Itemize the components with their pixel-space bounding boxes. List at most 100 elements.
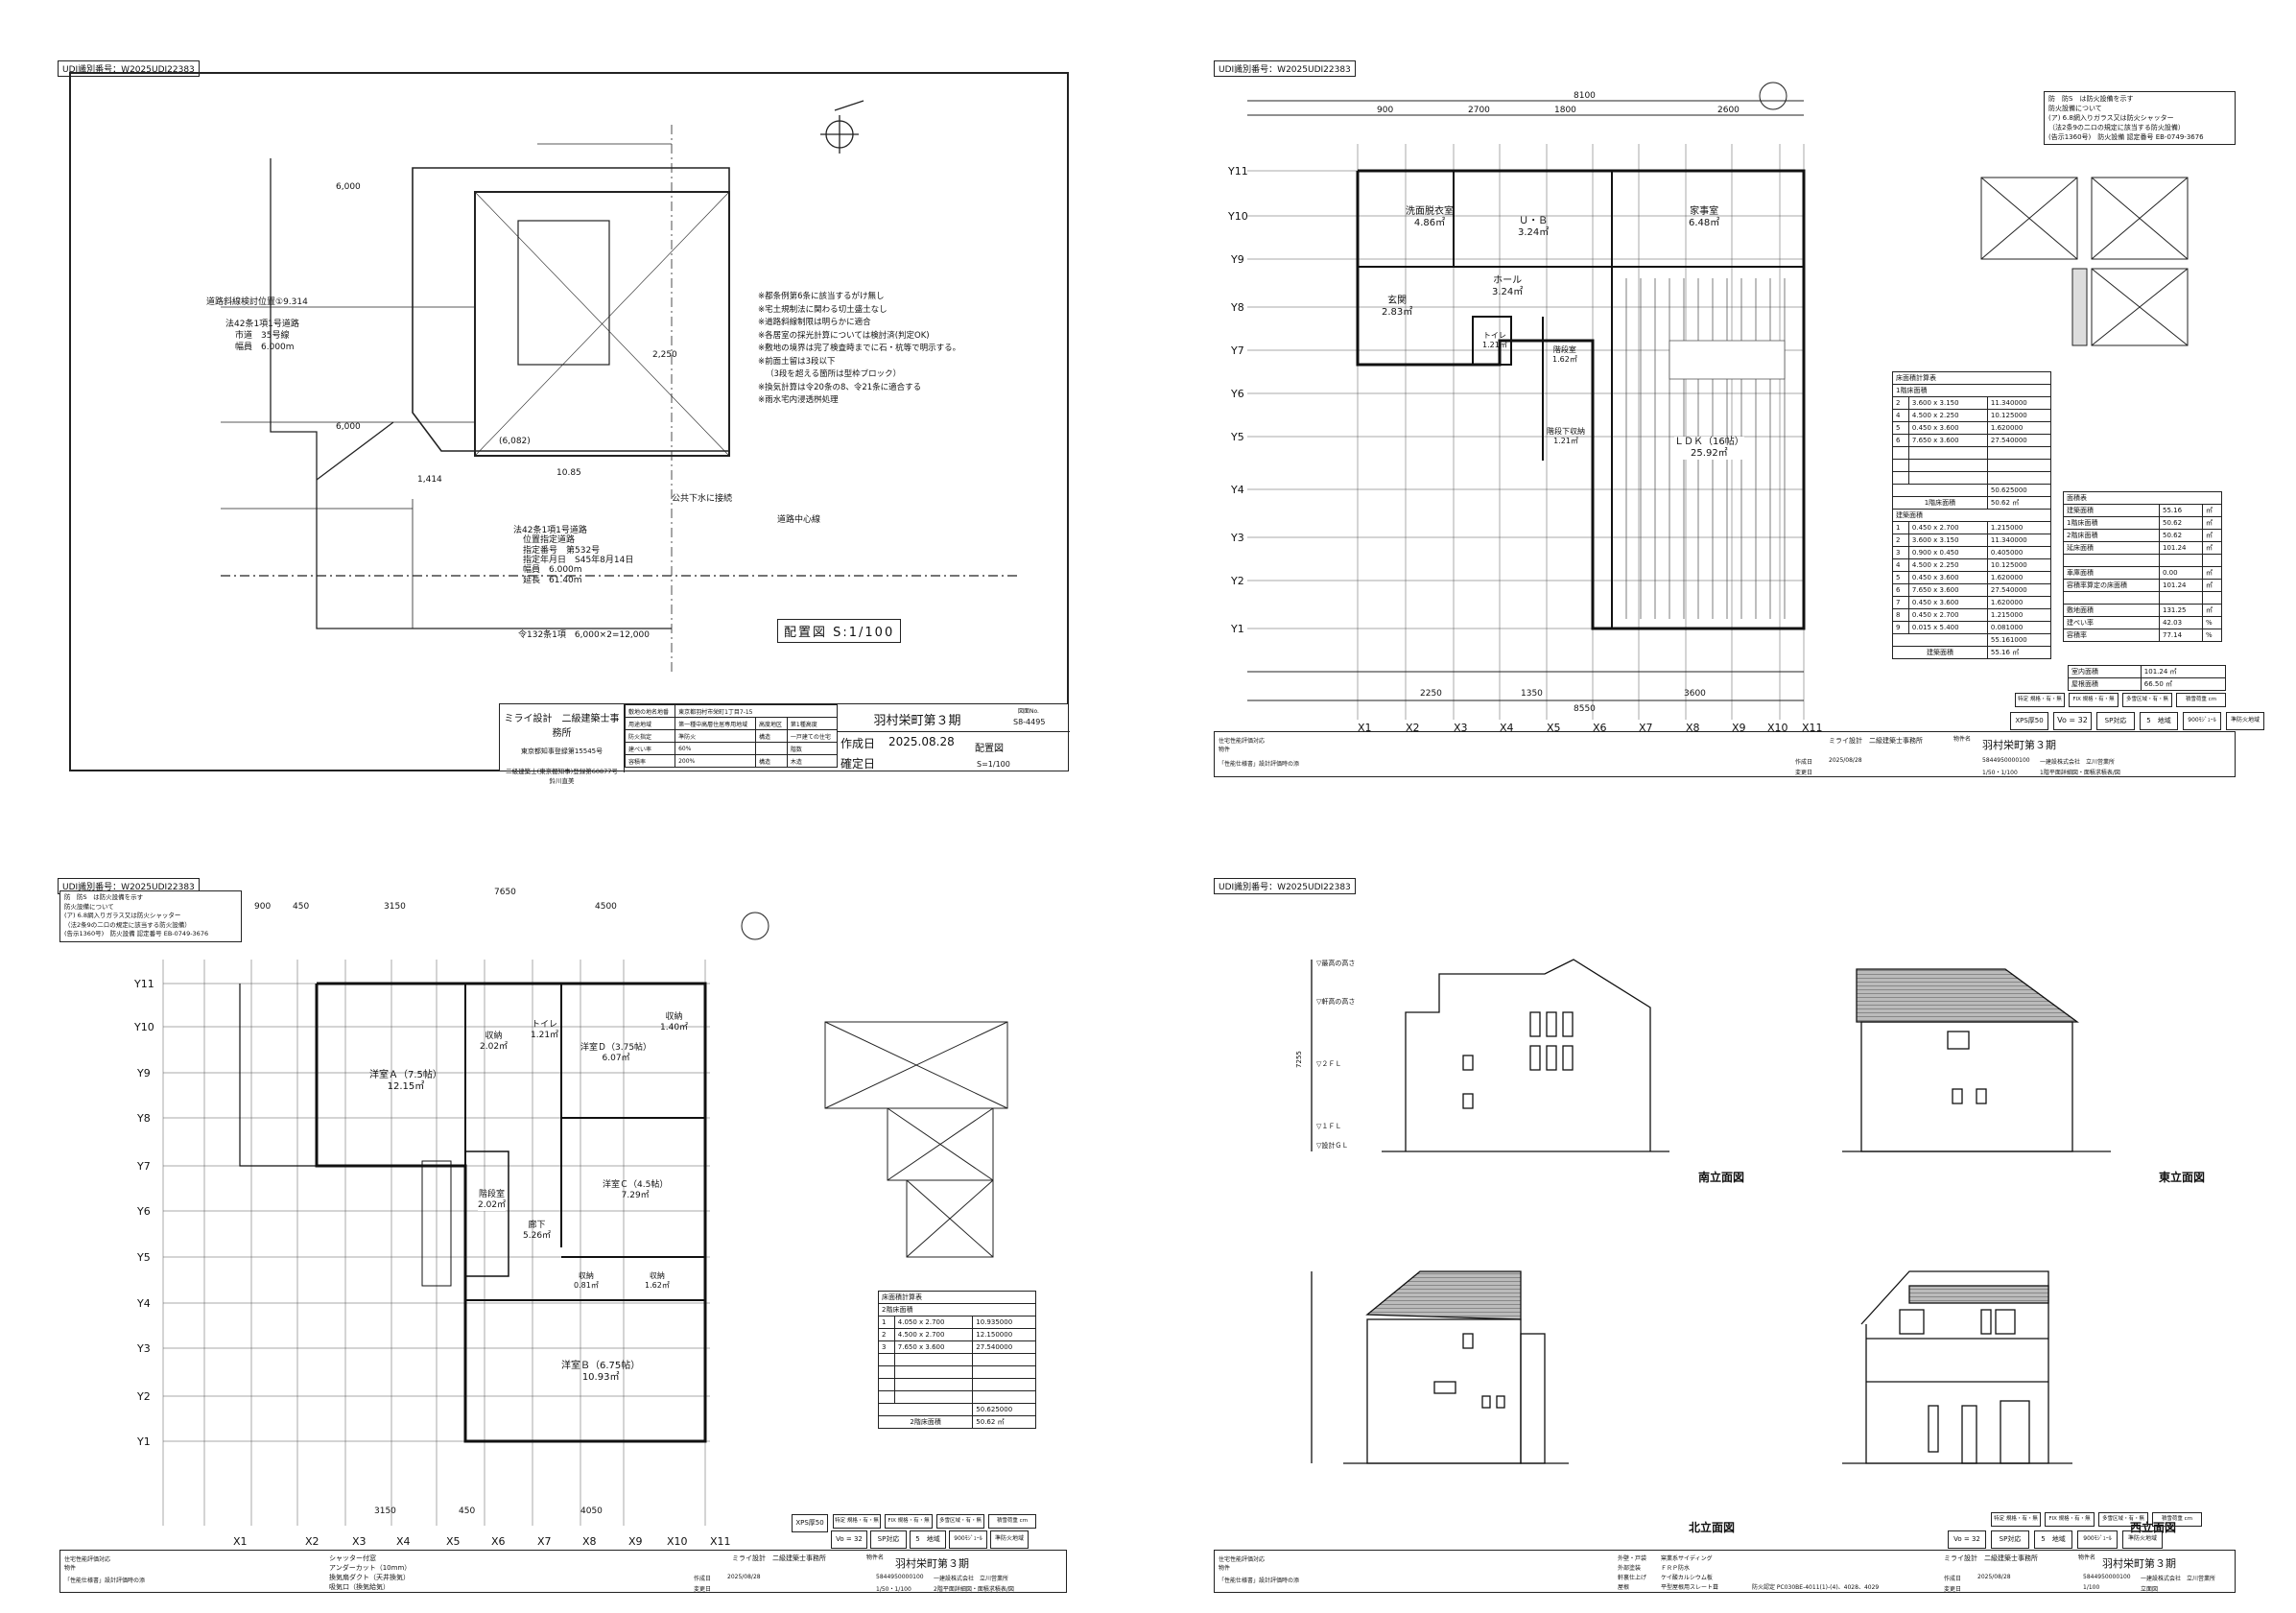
spec-value: 窯業系サイディング [1661,1555,1713,1562]
grid-x7: X7 [537,1535,552,1548]
dim-top: 2700 [1468,106,1490,115]
note-line: 防火設備について [64,902,114,911]
unit: ㎡ [2012,499,2020,507]
room-area: 2.02㎡ [480,1041,509,1052]
elevation-title-south: 南立面図 [1698,1171,1745,1184]
tag: 900ﾓｼﾞｭｰﾙ [2077,1530,2118,1549]
grid-y1: Y1 [137,1435,151,1448]
dim-6000-mid: 6,000 [336,422,361,432]
change-label: 変更日 [1944,1586,1962,1593]
room-name: 収納 [578,1271,594,1280]
note: ※都条例第6条に該当するがけ無し [758,292,885,301]
grid-y7: Y7 [137,1160,151,1173]
room-area: 1.62㎡ [645,1280,670,1290]
grid-y10: Y10 [134,1021,154,1033]
grid-x3: X3 [1454,722,1468,734]
room-area: 0.81㎡ [574,1280,599,1290]
room-area: 1.21㎡ [531,1030,559,1040]
dim-top: 4500 [595,902,617,912]
tag: XPS厚50 [2010,712,2048,730]
road1-width: 幅員 6.000m [235,343,295,352]
created-date: 2025/08/28 [727,1574,761,1580]
total-label: 建築面積 [1892,646,1988,659]
level-label: ▽１ＦＬ [1316,1123,1342,1130]
spec-value: 平型屋根用スレート葺 [1661,1584,1719,1591]
room-western-d: 洋室Ｄ（3.75帖）6.07㎡ [580,1043,651,1064]
project-name: 羽村栄町第３期 [895,1557,969,1570]
road2-info: 法42条1項1号道路 位置指定道路 指定番号 第532号 指定年月日 S45年8… [513,526,633,585]
dim-top: 7650 [494,888,516,897]
room-name: 家事室 [1690,206,1719,217]
spec-tag: FIX 規格・有・無 [885,1514,933,1529]
builder: 一建設株式会社 立川営業所 [934,1576,1009,1582]
room-name: 洗面脱衣室 [1406,206,1454,217]
office-info: ミライ設計 二級建築士事務所 東京都知事登録第15545号 二級建築士(東京都知… [500,704,625,785]
created-label: 作成日 [694,1576,712,1582]
room-name: 階段下収納 [1547,427,1585,436]
note: ※換気計算は令20条の8、令21条に適合する [758,382,922,392]
road2-line: 位置指定道路 [523,535,576,546]
road2-label: 法42条1項1号道路 [513,526,587,535]
note: ※各居室の採光計算については検討済(判定OK) [758,330,930,341]
room-name: 収納 [485,1032,503,1041]
tag: 準防火地域 [2122,1530,2163,1549]
road-center-label: 道路中心線 [777,515,821,525]
tag: 5 地域 [910,1530,946,1549]
spec-tag: 多雪区域・有・無 [2098,1512,2148,1527]
grid-x2: X2 [305,1535,320,1548]
grid-y8: Y8 [137,1112,151,1125]
tag: SP対応 [870,1530,907,1549]
road2-line: 指定番号 第532号 [523,545,601,556]
udi-label: UDI識別番号：W2025UDI22383 [1214,60,1356,77]
office-name: ミライ設計 二級建築士事務所 [1944,1554,2038,1562]
drawing-no: S8-4495 [1013,718,1046,726]
dim-6082: (6,082) [499,437,531,446]
created-label: 作成日 [1795,759,1813,766]
tag: 5 地域 [2034,1530,2072,1549]
room-name: 収納 [649,1271,665,1280]
room-western-a: 洋室Ａ（7.5帖）12.15㎡ [369,1070,442,1093]
grid-y3: Y3 [1231,532,1244,544]
room-name: 洋室Ｂ（6.75帖） [561,1361,641,1371]
spec-tag: FIX 規格・有・無 [2045,1512,2095,1527]
created-label: 作成日 [1944,1576,1962,1582]
room-name: 階段室 [479,1190,506,1199]
title-block: 住宅性能評価対応物件 「性能仕様書」設計評価時の添 外壁・戸袋 窯業系サイディン… [1214,1550,2236,1593]
architect: 二級建築士(東京都知事)登録第60877号 鈴川直美 [506,768,625,785]
project-name: 羽村栄町第３期 [1982,739,2056,751]
grid-y4: Y4 [1231,484,1244,496]
level-label: ▽軒高の高さ [1316,998,1356,1006]
elevation-title-east: 東立面図 [2159,1171,2206,1184]
grid-y5: Y5 [137,1251,151,1264]
property-no: 5844950000100 [1982,757,2030,764]
room-area: 3.24㎡ [1492,287,1524,297]
room-name: Ｕ・Ｂ [1519,216,1549,226]
grid-x11: X11 [710,1535,731,1548]
spec-tag: 多雪区域・有・無 [936,1514,984,1529]
office-name: ミライ設計 二級建築士事務所 [732,1554,826,1562]
grid-x6: X6 [1593,722,1607,734]
grid-y11: Y11 [134,978,154,990]
site-info-table: 敷地の地名地番東京都羽村市栄町1丁目7-15 用途地域第一種中高層住居専用地域高… [624,704,839,768]
perf-spec: 「性能仕様書」設計評価時の添 [64,1577,146,1584]
room-name: トイレ [532,1020,558,1030]
drawing-name: 1階平面詳細図・面積求積表/図 [2040,770,2120,776]
property-no: 5844950000100 [876,1574,924,1580]
note: （3段を超える箇所は型枠ブロック） [766,369,902,379]
property-label: 物件名 [866,1554,885,1561]
